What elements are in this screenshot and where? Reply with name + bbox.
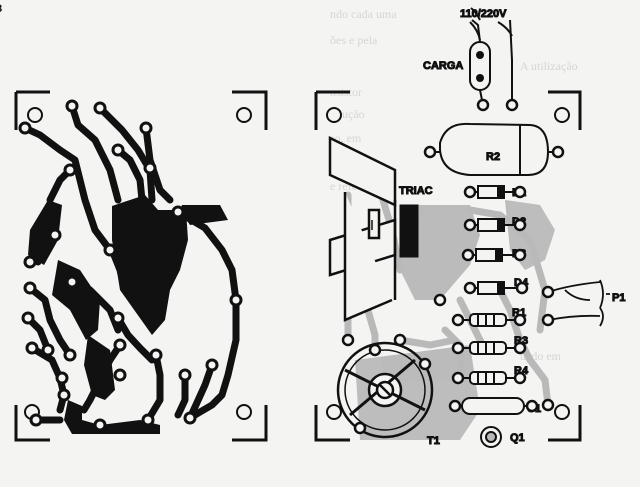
resistors — [458, 313, 520, 385]
copper-tracks — [21, 102, 240, 424]
p1-label: P1 — [612, 292, 625, 304]
q1-label: Q1 — [510, 432, 525, 444]
load-label: CARGA — [423, 60, 463, 72]
t1-transformer — [336, 341, 434, 439]
p1-leads — [547, 279, 610, 327]
copper-overlay — [355, 200, 555, 440]
r2-resistor — [430, 122, 558, 176]
component-side-layout: TRIAC CARGA 110/220V R2 — [314, 7, 626, 448]
svg-text:A utilização: A utilização — [520, 59, 578, 73]
triac-body — [399, 204, 419, 258]
supply-wires — [469, 7, 513, 105]
corner-brackets-right — [314, 90, 582, 442]
pads-right — [341, 98, 565, 413]
mounting-holes-right — [326, 107, 570, 420]
q1-transistor — [480, 426, 502, 448]
load-component — [469, 19, 491, 106]
svg-text:ões e pela: ões e pela — [330, 33, 378, 47]
copper-side-layout — [14, 90, 268, 442]
corner-brackets-left — [14, 90, 268, 442]
r2-label: R2 — [486, 151, 500, 163]
svg-text:ndo cada uma: ndo cada uma — [330, 7, 397, 21]
figure-number: 8 — [0, 3, 2, 15]
triac-heatsink — [328, 135, 397, 322]
copper-pours — [28, 195, 228, 434]
pads-left — [18, 99, 243, 432]
c1-capacitor — [455, 397, 532, 415]
supply-label: 110/220V — [460, 8, 507, 20]
diodes — [468, 185, 522, 295]
triac-label: TRIAC — [399, 185, 433, 197]
t1-label: T1 — [427, 435, 440, 447]
